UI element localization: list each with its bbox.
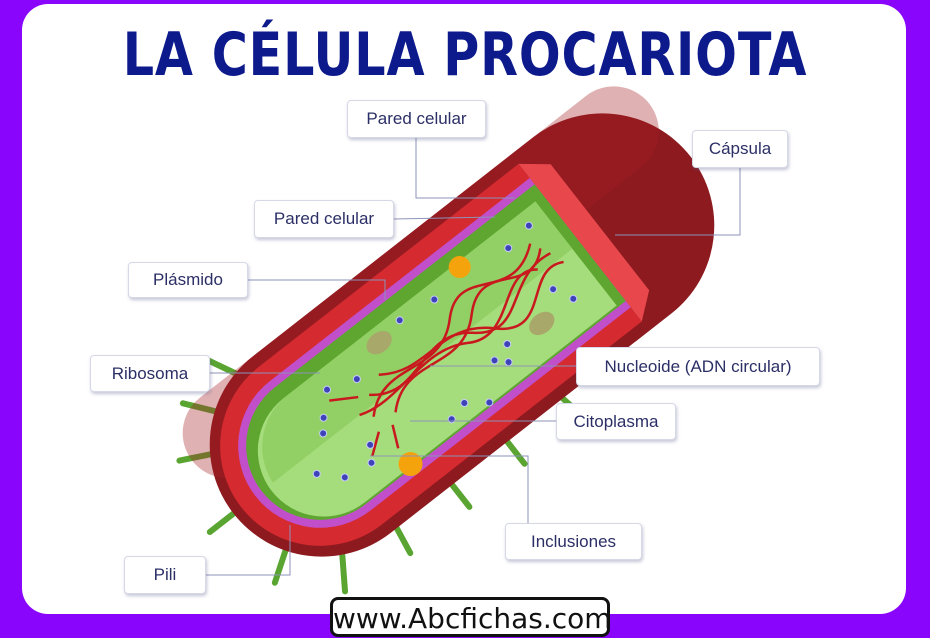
plasmid	[366, 330, 392, 355]
cell-illustration	[176, 86, 715, 595]
label-inclusiones: Inclusiones	[505, 523, 642, 560]
label-pili: Pili	[124, 556, 206, 594]
inclusion	[448, 256, 471, 279]
prokaryotic-cell-diagram	[176, 86, 741, 595]
label-plasmido: Plásmido	[128, 262, 248, 298]
leader-lines	[206, 138, 741, 576]
inclusion	[398, 452, 423, 477]
nucleoid	[329, 243, 564, 457]
label-capsula: Cápsula	[692, 130, 788, 168]
plasmid	[529, 311, 555, 336]
label-pared-celular-outer: Pared celular	[347, 100, 486, 138]
page-title: LA CÉLULA PROCARIOTA	[122, 20, 808, 90]
footer-url: www.Abcfichas.com	[330, 597, 612, 637]
label-ribosoma: Ribosoma	[90, 355, 210, 392]
label-citoplasma: Citoplasma	[556, 403, 676, 440]
label-nucleoide: Nucleoide (ADN circular)	[576, 347, 820, 386]
label-pared-celular: Pared celular	[254, 200, 394, 238]
ribosomes	[312, 221, 578, 482]
